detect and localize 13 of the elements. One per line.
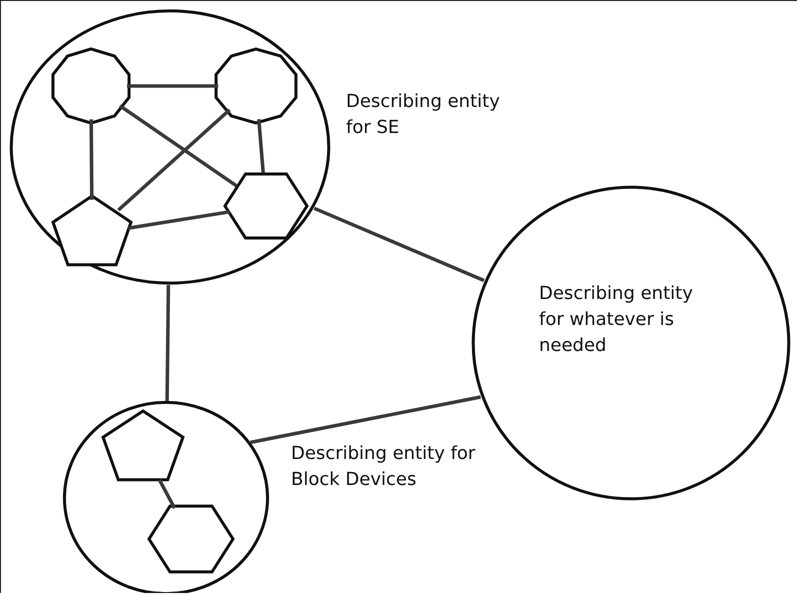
connector-line xyxy=(257,119,265,173)
entity-label: Describing entity for SE xyxy=(346,90,501,140)
connector-line xyxy=(127,84,218,88)
entity-label: Describing entity for whatever is needed xyxy=(539,282,694,358)
connector-line xyxy=(118,104,238,188)
connector-line xyxy=(89,119,94,200)
connector-line xyxy=(250,395,481,444)
connector-line xyxy=(314,206,485,282)
connector-line xyxy=(117,108,231,212)
connector-line xyxy=(158,478,176,510)
connector-line xyxy=(165,284,170,402)
entity-label: Describing entity for Block Devices xyxy=(291,442,476,492)
connector-line xyxy=(128,210,230,230)
